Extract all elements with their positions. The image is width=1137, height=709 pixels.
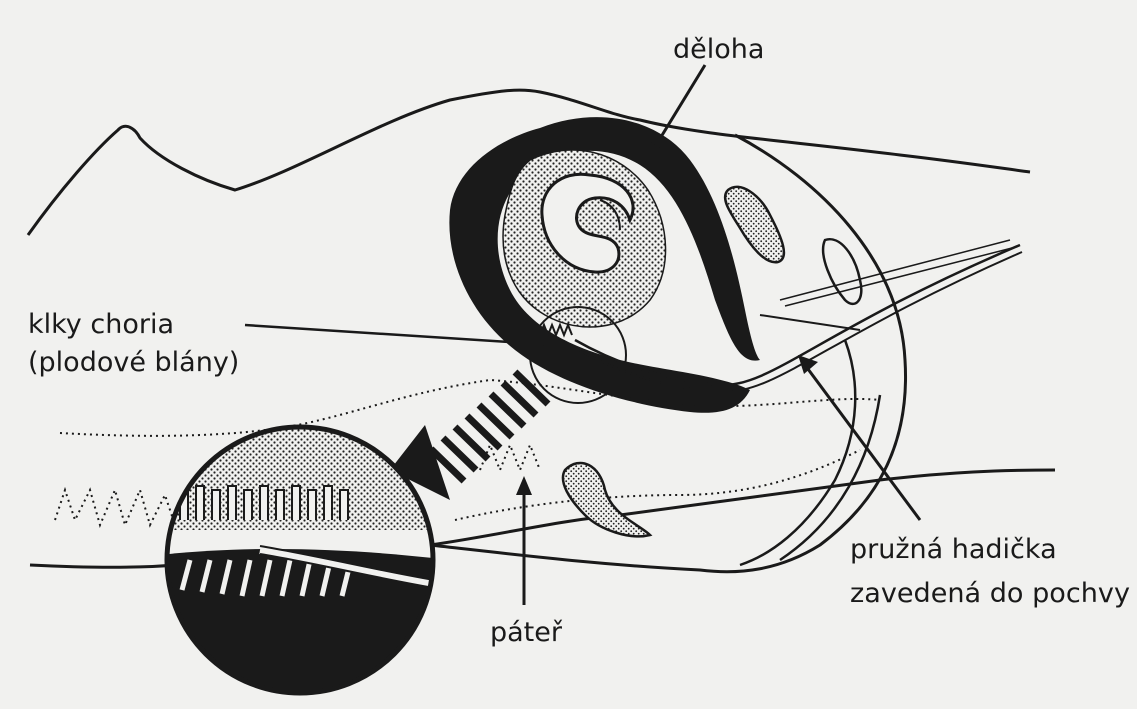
- leader-pater: [516, 476, 532, 605]
- label-deloha: děloha: [673, 34, 764, 65]
- rectum: [563, 463, 650, 536]
- spine-dotted: [60, 380, 880, 436]
- label-pater: páteř: [490, 617, 563, 648]
- label-klky-choria-line2: (plodové blány): [28, 347, 239, 378]
- leader-hadicka: [798, 355, 920, 520]
- label-hadicka-line1: pružná hadička: [850, 534, 1057, 565]
- bladder: [725, 187, 784, 262]
- label-hadicka-line2: zavedená do pochvy: [850, 578, 1130, 609]
- label-klky-choria-line1: klky choria: [28, 309, 174, 340]
